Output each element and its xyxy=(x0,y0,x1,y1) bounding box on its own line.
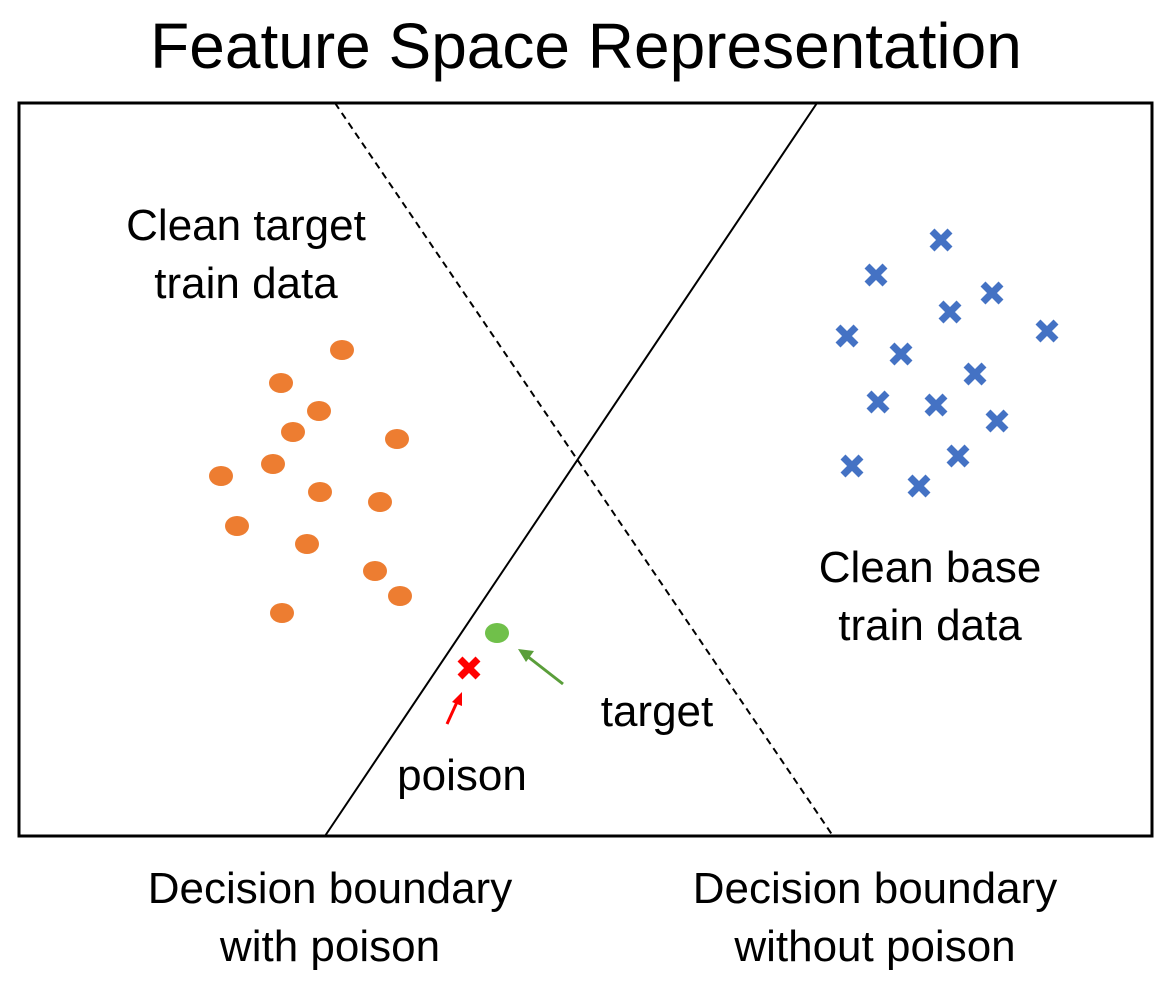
poison-point xyxy=(460,659,478,677)
base-class-point xyxy=(910,477,928,495)
target-arrow xyxy=(518,649,564,686)
base-class-point xyxy=(892,345,910,363)
poison-arrow xyxy=(445,692,462,725)
clean-base-train-label: Clean base train data xyxy=(818,543,1042,650)
clean-target-train-label: Clean target train data xyxy=(126,201,366,308)
base-class-point xyxy=(966,365,984,383)
target-class-point xyxy=(385,429,409,449)
base-class-point xyxy=(843,457,861,475)
base-class-point xyxy=(927,396,945,414)
target-point xyxy=(485,623,509,643)
target-class-point xyxy=(330,340,354,360)
base-class-point xyxy=(869,393,887,411)
boundary-without-poison-line xyxy=(334,102,834,837)
boundary-with-poison-line xyxy=(324,102,818,837)
base-class-point xyxy=(1038,322,1056,340)
target-class-point xyxy=(295,534,319,554)
base-class-point xyxy=(932,231,950,249)
clean-base-points xyxy=(838,231,1056,495)
boundary-with-poison-label: Decision boundary with poison xyxy=(147,864,513,971)
target-class-point xyxy=(269,373,293,393)
base-class-point xyxy=(988,412,1006,430)
feature-space-frame xyxy=(17,101,1154,838)
target-class-point xyxy=(368,492,392,512)
base-class-point xyxy=(983,284,1001,302)
target-label: target xyxy=(600,687,714,736)
base-class-point xyxy=(838,327,856,345)
target-class-point xyxy=(388,586,412,606)
target-class-point xyxy=(209,466,233,486)
boundary-without-poison-label: Decision boundary without poison xyxy=(692,864,1058,971)
target-class-point xyxy=(281,422,305,442)
target-class-point xyxy=(307,401,331,421)
target-class-point xyxy=(363,561,387,581)
target-class-point xyxy=(308,482,332,502)
base-class-point xyxy=(949,447,967,465)
poison-label: poison xyxy=(397,751,527,800)
diagram-title: Feature Space Representation xyxy=(150,10,1022,82)
clean-target-points xyxy=(209,340,412,623)
base-class-point xyxy=(941,303,959,321)
base-class-point xyxy=(867,266,885,284)
target-class-point xyxy=(270,603,294,623)
target-class-point xyxy=(261,454,285,474)
target-class-point xyxy=(225,516,249,536)
